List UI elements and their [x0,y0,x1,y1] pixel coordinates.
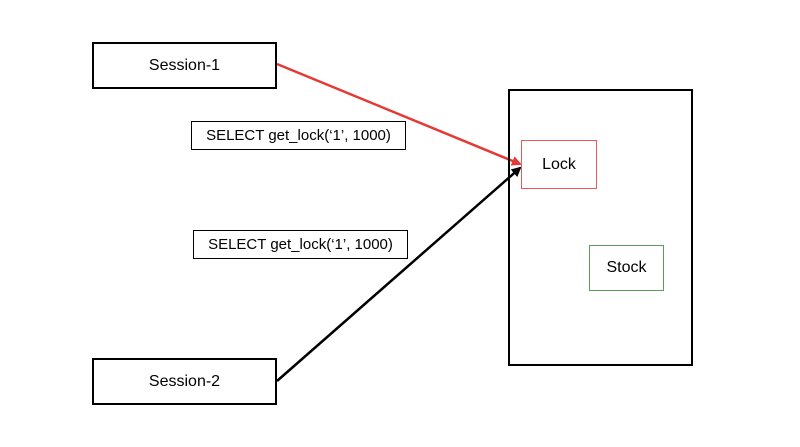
session-1-box: Session-1 [92,42,277,89]
stock-box: Stock [589,245,664,291]
query-1-label-box: SELECT get_lock(‘1’, 1000) [191,121,406,150]
lock-label: Lock [542,155,576,173]
query-2-text: SELECT get_lock(‘1’, 1000) [208,236,393,253]
session-2-box: Session-2 [92,358,277,405]
lock-box: Lock [521,140,597,189]
database-container [508,89,693,366]
session-2-to-lock-arrow [276,166,522,382]
query-2-label-box: SELECT get_lock(‘1’, 1000) [193,230,408,259]
session-2-label: Session-2 [148,372,221,390]
session-1-label: Session-1 [148,56,221,74]
query-1-text: SELECT get_lock(‘1’, 1000) [206,127,391,144]
stock-label: Stock [606,259,647,276]
